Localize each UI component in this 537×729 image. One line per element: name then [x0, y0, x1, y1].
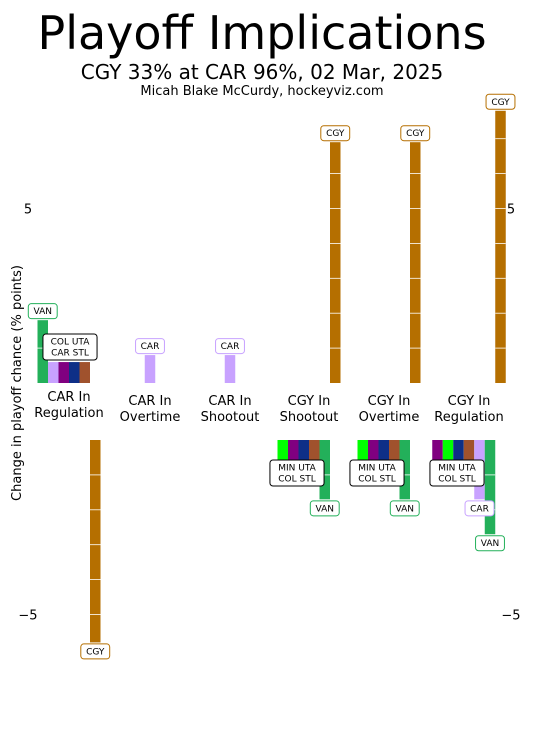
- category-label-0: CAR In: [47, 390, 90, 405]
- tag-5-1-text: COL STL: [438, 475, 475, 485]
- tag-0-0-box: [27, 303, 58, 320]
- bar-5-van: [484, 440, 496, 535]
- tag-5-2-text: CAR: [470, 504, 489, 514]
- tag-5-3-text: VAN: [481, 539, 499, 549]
- tag-0-0: VAN: [27, 303, 58, 320]
- tag-4-2-text: VAN: [396, 504, 414, 514]
- tag-0-2-box: [80, 643, 111, 660]
- tag-3-1-text: COL STL: [278, 475, 315, 485]
- tag-3-0-text: CGY: [326, 129, 345, 139]
- tag-0-2: CGY: [80, 643, 111, 660]
- tag-3-0: CGY: [320, 125, 351, 142]
- bar-3-stl: [309, 440, 320, 461]
- bar-3-cgy: [330, 142, 341, 383]
- tag-3-0-box: [320, 125, 351, 142]
- tag-2-0: CAR: [215, 338, 245, 355]
- bar-4-min: [357, 440, 368, 461]
- bar-4-stl: [389, 440, 400, 461]
- y-tick-left-0: 5: [24, 203, 32, 218]
- y-tick-right-0: 5: [507, 203, 515, 218]
- tag-5-3-box: [475, 535, 505, 552]
- bar-0-car: [48, 362, 59, 383]
- bar-3-col: [288, 440, 299, 461]
- tag-4-1-text: MIN UTA: [358, 464, 396, 474]
- tag-2-0-text: CAR: [221, 342, 240, 352]
- category-label-2: CAR In: [208, 394, 251, 409]
- tag-4-0: CGY: [400, 125, 431, 142]
- bars-layer: [37, 110, 506, 643]
- chart-title: Playoff Implications: [37, 6, 486, 60]
- tag-3-1-box: [269, 459, 325, 487]
- bar-5-col: [432, 440, 443, 461]
- tag-5-1-box: [429, 459, 485, 487]
- tag-1-0-text: CAR: [141, 342, 160, 352]
- tag-5-0-box: [485, 93, 516, 110]
- bar-5-uta: [453, 440, 464, 461]
- tag-5-3: VAN: [475, 535, 505, 552]
- tag-1-0: CAR: [135, 338, 165, 355]
- category-label-5: CGY In: [448, 394, 491, 409]
- bar-5-min: [442, 440, 454, 461]
- bar-3-uta: [298, 440, 309, 461]
- bar-0-uta: [69, 362, 80, 383]
- tag-0-1-text: CAR STL: [51, 349, 89, 359]
- bar-4-van: [399, 440, 410, 500]
- y-axis-label: Change in playoff chance (% points): [10, 265, 25, 501]
- chart-subtitle: CGY 33% at CAR 96%, 02 Mar, 2025: [81, 60, 444, 84]
- bar-4-uta: [378, 440, 389, 461]
- bar-5-cgy: [495, 110, 506, 383]
- tag-4-2: VAN: [389, 500, 420, 517]
- tag-4-1-box: [349, 459, 405, 487]
- y-tick-left-1: −5: [18, 609, 37, 624]
- tag-5-2: CAR: [464, 500, 495, 517]
- tag-3-2: VAN: [309, 500, 340, 517]
- bar-4-col: [368, 440, 379, 461]
- tag-4-0-text: CGY: [406, 129, 425, 139]
- category-label-3: CGY In: [288, 394, 331, 409]
- tag-2-0-box: [215, 338, 245, 355]
- tag-5-2-box: [464, 500, 495, 517]
- tag-4-2-box: [389, 500, 420, 517]
- tag-1-0-box: [135, 338, 165, 355]
- bar-1-car: [144, 355, 156, 383]
- category-label-3: Shootout: [280, 410, 339, 425]
- chart-credit: Micah Blake McCurdy, hockeyviz.com: [140, 84, 383, 99]
- tag-0-2-text: CGY: [86, 647, 105, 657]
- bar-0-col: [58, 362, 69, 383]
- tag-3-2-box: [309, 500, 340, 517]
- category-label-1: CAR In: [128, 394, 171, 409]
- category-label-4: Overtime: [359, 410, 420, 425]
- tag-0-1-text: COL UTA: [51, 338, 91, 348]
- tag-3-2-text: VAN: [316, 504, 334, 514]
- tag-0-0-text: VAN: [34, 307, 52, 317]
- tag-4-0-box: [400, 125, 431, 142]
- tag-5-1-text: MIN UTA: [438, 464, 476, 474]
- category-label-0: Regulation: [34, 406, 103, 421]
- category-label-5: Regulation: [434, 410, 503, 425]
- tag-5-0: CGY: [485, 93, 516, 110]
- tag-4-1-text: COL STL: [358, 475, 395, 485]
- bar-2-car: [224, 355, 236, 383]
- y-ticks: 5 5 −5 −5: [18, 203, 520, 624]
- bar-3-min: [277, 440, 288, 461]
- bar-4-cgy: [410, 142, 421, 383]
- tag-3-1-text: MIN UTA: [278, 464, 316, 474]
- bar-3-van: [319, 440, 330, 500]
- tag-5-0-text: CGY: [491, 98, 510, 108]
- category-label-1: Overtime: [120, 410, 181, 425]
- bar-0-cgy: [90, 440, 101, 643]
- tag-0-1-box: [42, 333, 98, 361]
- bar-5-stl: [463, 440, 475, 461]
- category-label-4: CGY In: [368, 394, 411, 409]
- bar-0-stl: [79, 362, 90, 383]
- y-tick-right-1: −5: [501, 609, 520, 624]
- category-label-2: Shootout: [201, 410, 260, 425]
